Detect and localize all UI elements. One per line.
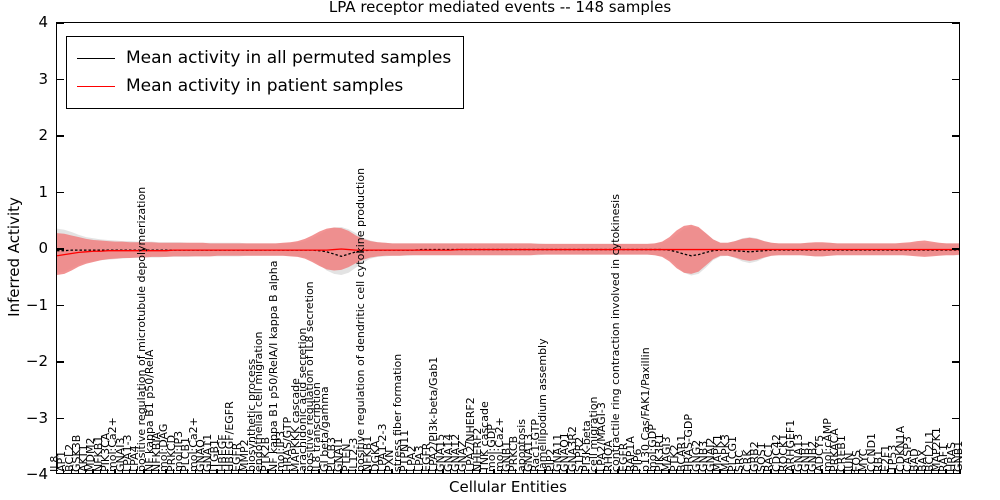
y-tick-mark (952, 417, 959, 420)
y-tick-label: −1 (25, 295, 48, 314)
y-tick-mark (57, 304, 64, 307)
y-tick-label: 2 (38, 126, 48, 144)
y-tick-mark (57, 78, 64, 81)
y-tick-label: 1 (38, 182, 48, 201)
y-tick-label: 4 (38, 13, 48, 31)
y-axis-label: Inferred Activity (5, 197, 23, 317)
y-tick-mark (952, 361, 959, 363)
y-tick-mark (952, 191, 959, 194)
y-tick-mark (57, 191, 64, 194)
legend-label-patient: Mean activity in patient samples (126, 76, 404, 96)
legend: Mean activity in all permuted samples Me… (66, 36, 465, 109)
y-tick-mark (57, 135, 64, 137)
y-tick-mark (952, 248, 959, 250)
page-title: LPA receptor mediated events -- 148 samp… (328, 0, 672, 16)
legend-item-patient: Mean activity in patient samples (77, 72, 451, 100)
y-tick-mark (57, 23, 64, 24)
y-tick-label: 0 (38, 239, 48, 257)
legend-swatch-patient (77, 85, 115, 87)
y-tick-mark (57, 248, 64, 250)
x-axis-label: Cellular Entities (449, 478, 567, 496)
legend-item-permuted: Mean activity in all permuted samples (77, 44, 451, 72)
y-tick-mark (57, 417, 64, 420)
y-tick-mark (952, 78, 959, 81)
x-tick-mark (960, 469, 962, 474)
legend-label-permuted: Mean activity in all permuted samples (126, 48, 452, 68)
patient-mean-line (57, 248, 959, 257)
legend-swatch-permuted (77, 57, 115, 59)
y-tick-mark (952, 304, 959, 307)
y-tick-label: −2 (25, 352, 48, 370)
y-tick-mark (57, 361, 64, 363)
y-tick-mark (952, 23, 959, 24)
y-tick-label: −4 (25, 465, 48, 483)
y-tick-label: −3 (25, 408, 48, 427)
y-tick-mark (952, 135, 959, 137)
plot-svg (57, 224, 959, 276)
y-tick-label: 3 (38, 69, 48, 88)
